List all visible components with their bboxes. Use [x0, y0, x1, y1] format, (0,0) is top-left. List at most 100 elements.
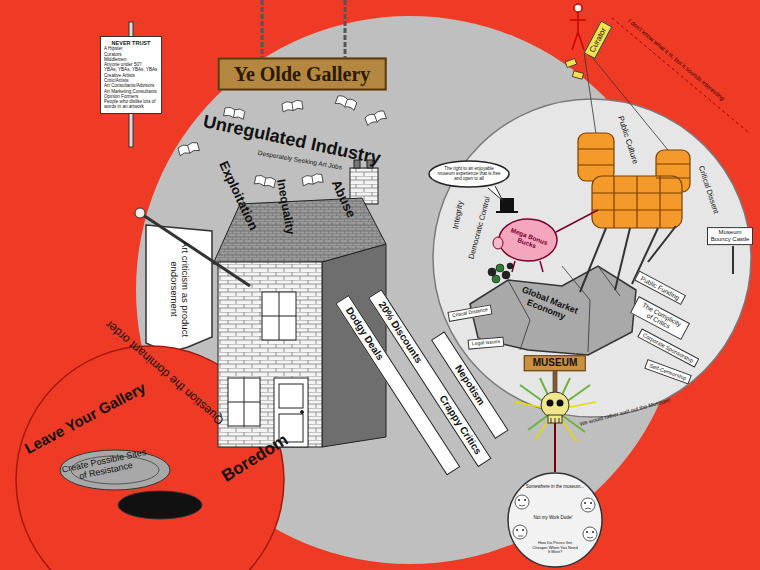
node-outline: [146, 225, 212, 353]
box-text: YBAs, YBAs, YBAs, YBAs: [104, 67, 158, 72]
region-text: Integrity: [451, 200, 465, 230]
pig-body: Mega Bonus Bucks: [498, 218, 558, 262]
region-text: Critical Dissent: [696, 165, 720, 215]
region-text: Mega Bonus Bucks: [505, 225, 551, 254]
money-pile: [496, 264, 504, 272]
gallery-sign: Ye Olde Gallery: [218, 58, 387, 91]
sign-chain: [344, 0, 347, 62]
issue-box: Legal Issues: [468, 337, 505, 350]
skull-plant: [547, 400, 554, 407]
box-text: Art Consultants/Advisors: [104, 83, 158, 88]
curator-figure: [574, 4, 582, 12]
node-outline: [433, 99, 751, 417]
region-text: Democratic Control: [468, 196, 493, 260]
speech-bubble: The right to an enjoyable museum experie…: [428, 160, 510, 188]
node-outline: [499, 219, 557, 261]
region-text: Global Market Economy: [515, 284, 580, 326]
money-pile: [492, 275, 500, 283]
region-text: Leave Your Gallery: [22, 379, 149, 457]
issue-box: Critical Distance: [447, 304, 492, 321]
box-text: Critical Distance: [452, 307, 489, 319]
box-text: Anyone under 50?: [104, 62, 158, 67]
region-text: Somewhere in the museum...: [526, 484, 585, 489]
gallery-house: [228, 378, 260, 426]
skull-plant: [557, 400, 564, 407]
curator-tag: Curator: [584, 21, 613, 60]
skull-plant: [548, 415, 562, 423]
signpost: [732, 246, 734, 274]
box-text: Art Marketing Consultants: [104, 89, 158, 94]
box-text: A Hipster: [104, 46, 158, 51]
visitor-face: [513, 525, 527, 539]
box-text: People who dislike lots of words in an a…: [104, 99, 158, 110]
museum-sign: MUSEUM: [524, 355, 586, 371]
box-text: Public Funding: [639, 275, 680, 302]
flag-pole: [135, 208, 145, 218]
region-text: Boredom: [218, 430, 292, 486]
visitor-face: [581, 498, 595, 512]
node-outline: [470, 266, 636, 355]
region-text: Question the dominant order: [103, 317, 227, 427]
box-text: Nepotism: [453, 363, 487, 407]
region-text: Abuse: [328, 178, 358, 220]
box-text: NEVER TRUST: [104, 40, 158, 46]
node-outline: [432, 98, 752, 418]
curator-figure: [570, 12, 586, 50]
curator-figure: [565, 58, 576, 67]
money-pile: [507, 263, 513, 269]
banner-flag: Art criticism as product endorsement: [146, 225, 212, 353]
region-text: Exploitation: [216, 159, 261, 233]
visitor-face: [583, 527, 597, 541]
box-text: Middlemen: [104, 57, 158, 62]
box-text: Legal Issues: [472, 339, 500, 347]
node-outline: [429, 161, 509, 187]
box-text: Opinion Formers: [104, 94, 158, 99]
region-text: Create Possible Sites of Resistance: [58, 446, 152, 485]
direction-sign: Museum Bouncy Castle: [707, 227, 753, 245]
gallery-house: [262, 292, 296, 340]
visitor-face: [515, 495, 529, 509]
box-text: Creative Artists: [104, 73, 158, 78]
pig-details: [496, 211, 518, 213]
gallery-circle: Unregulated IndustryDesperately Seeking …: [135, 15, 685, 565]
notice-paper: NEVER TRUSTA HipsterCuratorsMiddlemenAny…: [100, 36, 162, 114]
pig-details: [493, 237, 503, 249]
node-outline: [508, 473, 602, 567]
region-text: Public Culture: [616, 115, 640, 165]
gallery-house: [218, 262, 322, 447]
gallery-house: [301, 411, 304, 414]
manhole: [118, 491, 202, 519]
signpost: [733, 246, 734, 274]
region-text: The right to an enjoyable museum experie…: [436, 166, 502, 182]
box-text: MUSEUM: [533, 357, 577, 369]
gallery-house: [213, 160, 386, 447]
museum-circle: IntegrityDemocratic Control Public Cultur…: [432, 98, 752, 418]
gallery-house: [322, 244, 386, 447]
node-outline: [16, 346, 284, 570]
quote-label: I don't know what it is, but it sounds i…: [626, 18, 725, 103]
region-text: Not my Work Dude!: [533, 515, 572, 520]
node-outline: [135, 15, 685, 565]
bouncy-castle: [578, 133, 614, 181]
box-text: Museum Bouncy Castle: [710, 229, 750, 243]
box-text: Curators: [104, 52, 158, 57]
box-text: Curator: [588, 26, 609, 54]
box-text: Self-Censorship: [649, 362, 688, 381]
money-pile: [502, 271, 510, 279]
box-text: Ye Olde Gallery: [234, 63, 371, 86]
sign-chain: [261, 0, 264, 62]
skull-plant: [551, 418, 559, 423]
quote-label: We would rather wait out the Museum!: [579, 397, 671, 427]
gallery-house: [262, 292, 296, 340]
region-text: How Do Prices Get Cheaper When You Need …: [531, 541, 579, 555]
region-text: Art criticism as product endorsement: [168, 233, 190, 345]
skull-plant: [541, 392, 569, 418]
region-text: Inequality: [273, 178, 296, 236]
box-text: Critic/Artists: [104, 78, 158, 83]
gallery-house: [279, 384, 303, 408]
money-pile: [488, 268, 496, 276]
gallery-house: [228, 378, 260, 426]
visitor-circle: Somewhere in the museum... Not my Work Du…: [507, 472, 603, 568]
